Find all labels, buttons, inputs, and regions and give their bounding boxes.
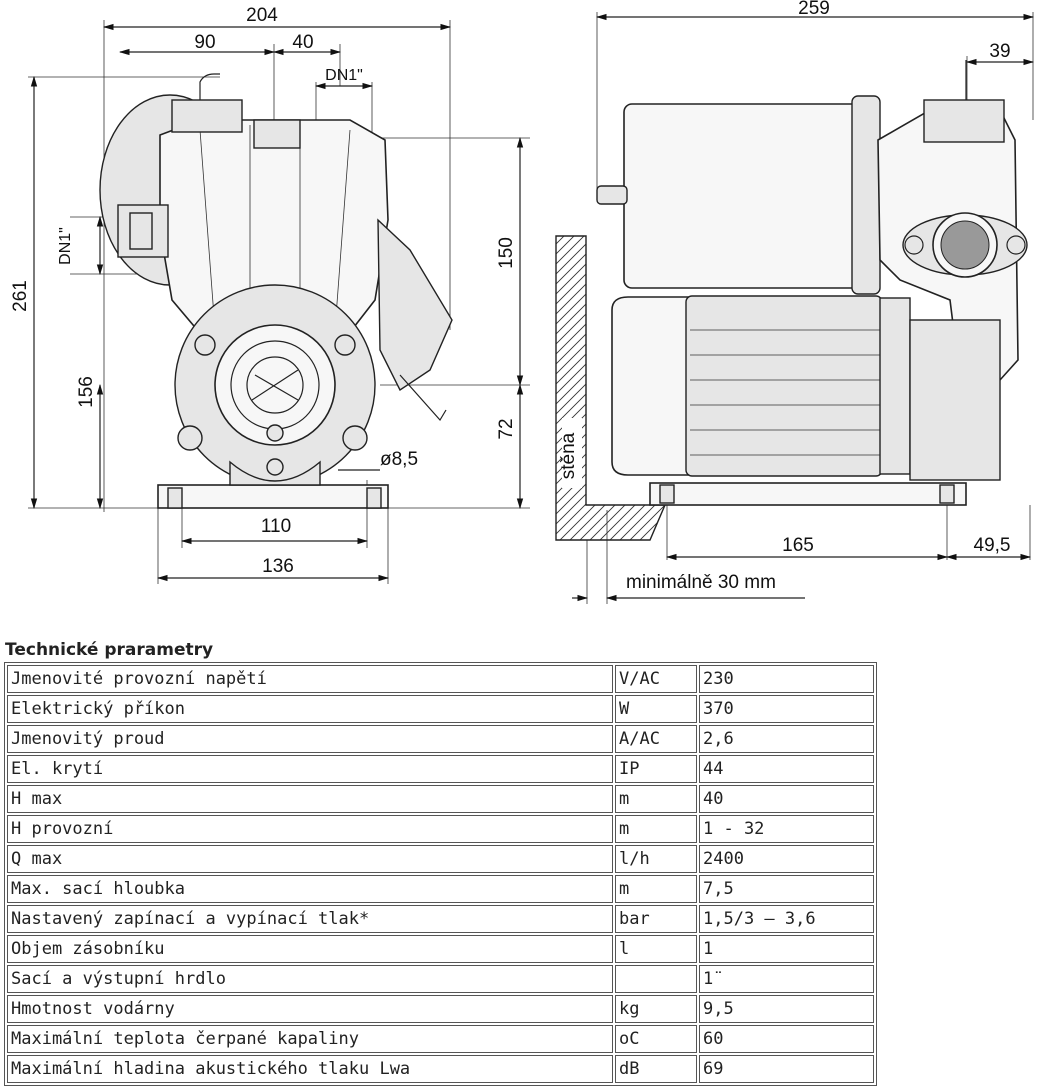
dim-inlet-dn: DN1" [57,227,74,265]
dim-min-clearance: minimálně 30 mm [626,572,776,593]
param-unit-cell: dB [615,1055,697,1083]
param-value-cell: 7,5 [699,875,874,903]
dim-overall-height: 261 [10,280,31,312]
front-view: 204 90 40 DN1" DN1" 261 156 150 72 ø8,5 … [10,5,530,584]
param-unit-cell: l/h [615,845,697,873]
wall-label: stěna [558,432,579,479]
param-unit-cell: m [615,785,697,813]
param-value-cell: 1 [699,935,874,963]
param-name-cell: H provozní [7,815,613,843]
dim-upper-height: 150 [496,237,517,269]
dim-overall-width-front: 204 [246,5,278,26]
params-heading: Technické prarametry [5,640,214,660]
param-unit-cell: oC [615,1025,697,1053]
param-value-cell: 1¨ [699,965,874,993]
param-name-cell: Sací a výstupní hrdlo [7,965,613,993]
param-value-cell: 370 [699,695,874,723]
dim-shaft-height: 156 [76,376,97,408]
param-value-cell: 1,5/3 – 3,6 [699,905,874,933]
technical-drawing: 204 90 40 DN1" DN1" 261 156 150 72 ø8,5 … [10,0,1035,604]
param-unit-cell: m [615,815,697,843]
dim-hole-diameter: ø8,5 [380,449,418,470]
param-name-cell: Elektrický příkon [7,695,613,723]
param-value-cell: 9,5 [699,995,874,1023]
param-value-cell: 69 [699,1055,874,1083]
param-unit-cell: bar [615,905,697,933]
param-name-cell: Maximální hladina akustického tlaku Lwa [7,1055,613,1083]
param-unit-cell: kg [615,995,697,1023]
param-name-cell: Max. sací hloubka [7,875,613,903]
dim-outlet-offset: 40 [292,32,313,53]
param-name-cell: Maximální teplota čerpané kapaliny [7,1025,613,1053]
dim-base-outer: 136 [262,556,294,577]
param-value-cell: 44 [699,755,874,783]
param-name-cell: H max [7,785,613,813]
param-name-cell: Hmotnost vodárny [7,995,613,1023]
param-name-cell: Jmenovitý proud [7,725,613,753]
param-unit-cell: IP [615,755,697,783]
dim-lower-height: 72 [496,418,517,439]
param-unit-cell: A/AC [615,725,697,753]
param-name-cell: Nastavený zapínací a vypínací tlak* [7,905,613,933]
dim-base-length: 165 [782,535,814,556]
param-unit-cell: W [615,695,697,723]
dim-base-inner: 110 [261,516,291,537]
param-unit-cell [615,965,697,993]
side-view: 259 39 stěna 165 49,5 minimálně 30 mm [555,0,1035,604]
param-name-cell: Q max [7,845,613,873]
dim-outlet-dn: DN1" [325,67,363,84]
param-value-cell: 230 [699,665,874,693]
param-value-cell: 40 [699,785,874,813]
dim-base-offset: 49,5 [974,535,1011,556]
param-value-cell: 2400 [699,845,874,873]
param-unit-cell: l [615,935,697,963]
dim-top-offset-side: 39 [989,41,1010,62]
dim-left-offset: 90 [194,32,215,53]
param-name-cell: Objem zásobníku [7,935,613,963]
dim-overall-length-side: 259 [798,0,830,19]
param-value-cell: 1 - 32 [699,815,874,843]
param-value-cell: 2,6 [699,725,874,753]
param-name-cell: Jmenovité provozní napětí [7,665,613,693]
param-unit-cell: V/AC [615,665,697,693]
param-value-cell: 60 [699,1025,874,1053]
param-unit-cell: m [615,875,697,903]
table-row: Sací a výstupní hrdlo 1¨ [7,965,874,993]
param-name-cell: El. krytí [7,755,613,783]
